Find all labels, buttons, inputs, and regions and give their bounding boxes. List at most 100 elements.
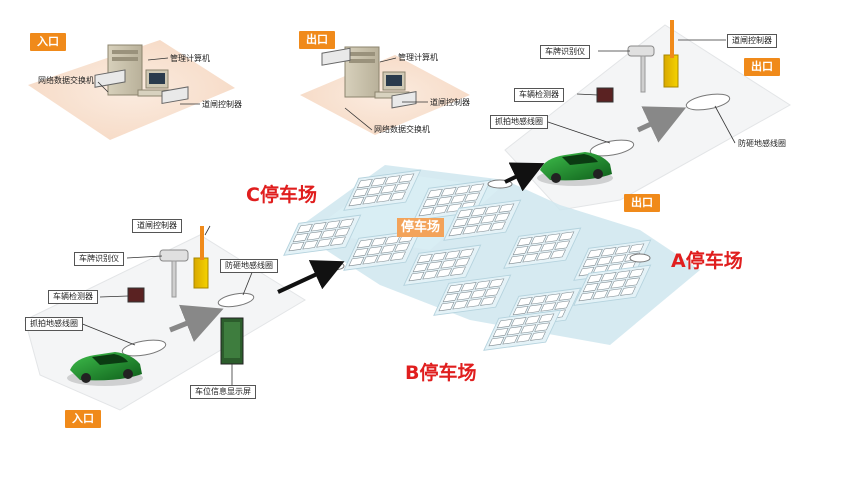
parking-space <box>488 336 505 347</box>
parking-space <box>306 231 323 241</box>
parking-space <box>288 241 305 252</box>
parking-space <box>422 197 439 208</box>
exit-anti-smash-loop-label: 防砸地感线圈 <box>738 139 786 148</box>
parking-space <box>362 195 379 205</box>
parking-block <box>443 199 522 241</box>
parking-space <box>628 268 645 278</box>
parking-space <box>522 253 539 263</box>
parking-space <box>460 282 477 292</box>
parking-space <box>362 255 379 265</box>
parking-space <box>440 259 457 269</box>
parking-space <box>516 236 533 247</box>
entrance-bottom-tag: 入口 <box>65 410 101 428</box>
parking-space <box>506 326 523 336</box>
exit-switch-label: 网络数据交换机 <box>374 125 430 134</box>
parking-space <box>582 282 599 293</box>
parking-space <box>422 270 439 280</box>
parking-space <box>380 244 397 254</box>
parking-space <box>498 203 515 213</box>
entrance-top-tag: 入口 <box>30 33 66 51</box>
parking-space <box>586 248 603 259</box>
parking-space <box>596 256 613 266</box>
parking-space <box>526 304 543 314</box>
exit-vehicle-detector-label: 车辆检测器 <box>514 88 564 102</box>
exit-top-tag: 出口 <box>299 31 335 49</box>
parking-space <box>446 283 463 294</box>
parking-space <box>484 205 501 215</box>
parking-space <box>606 288 623 298</box>
parking-space <box>356 178 373 189</box>
parking-space <box>512 305 529 316</box>
lot-a-loop-icon <box>629 253 651 263</box>
parking-space <box>484 287 501 297</box>
parking-space <box>366 186 383 196</box>
parking-space <box>596 281 613 291</box>
parking-space <box>320 229 337 239</box>
exit-gate-controller-label: 道闸控制器 <box>727 34 777 48</box>
parking-block <box>343 229 422 271</box>
parking-space <box>520 324 537 334</box>
parking-space <box>448 226 465 237</box>
parking-space <box>610 279 627 289</box>
parking-space <box>292 232 309 243</box>
parking-space <box>348 256 365 267</box>
parking-space <box>464 192 481 202</box>
parking-space <box>492 327 509 338</box>
entrance-car-icon <box>67 352 143 386</box>
parking-block <box>283 214 362 256</box>
parking-space <box>466 298 483 308</box>
device-boxes <box>94 47 417 109</box>
parking-space <box>582 257 599 268</box>
parking-space <box>430 252 447 262</box>
parking-space <box>452 300 469 310</box>
parking-space <box>468 183 485 193</box>
entrance-capture-loop-label: 抓拍地感线圈 <box>25 317 83 331</box>
parking-space <box>490 221 506 231</box>
parking-space <box>512 245 529 256</box>
entrance-camera-icon <box>159 249 189 298</box>
parking-space <box>526 244 543 254</box>
zone-a-label: A停车场 <box>671 250 743 272</box>
parking-space <box>466 216 483 226</box>
exit-vehicle-detector-icon <box>596 87 614 103</box>
entrance-anti-smash-loop-label: 防砸地感线圈 <box>220 259 278 273</box>
entrance-gate-icon <box>193 226 209 289</box>
parking-space <box>620 286 636 296</box>
entrance-switch-label: 网络数据交换机 <box>38 76 94 85</box>
parking-block <box>433 274 512 316</box>
exit-anti-smash-loop-icon <box>685 93 731 111</box>
parking-space <box>558 231 575 241</box>
parking-space-blocks <box>283 169 652 351</box>
parking-space <box>438 301 455 312</box>
parking-block <box>483 309 562 351</box>
parking-space <box>416 253 433 264</box>
parking-space <box>530 235 547 245</box>
parking-space <box>534 322 551 332</box>
entrance-switch-icon <box>94 69 126 88</box>
parking-space <box>614 270 631 280</box>
parking-space <box>554 300 571 310</box>
space-display-icon <box>220 317 244 365</box>
parking-space <box>384 235 401 245</box>
parking-space <box>496 318 513 329</box>
parking-space <box>470 207 487 217</box>
exit-bottom-tag: 出口 <box>624 194 660 212</box>
parking-space <box>502 335 519 345</box>
parking-space <box>390 191 406 201</box>
lot-to-exit-arrow-icon <box>504 162 545 192</box>
parking-space <box>516 296 533 307</box>
parking-space <box>516 333 533 343</box>
parking-space <box>384 175 401 185</box>
parking-space <box>480 296 496 306</box>
parking-space <box>540 302 557 312</box>
parking-space <box>524 315 541 325</box>
parking-space <box>600 247 617 257</box>
parking-space <box>370 237 387 247</box>
leader-lines <box>79 39 736 385</box>
parking-space <box>488 278 505 288</box>
entrance-gate-controller-label: 道闸控制器 <box>132 219 182 233</box>
entrance-controller-label: 道闸控制器 <box>202 100 242 109</box>
parking-space <box>426 261 443 271</box>
parking-space <box>310 222 327 232</box>
entrance-direction-arrow-icon <box>169 304 224 342</box>
